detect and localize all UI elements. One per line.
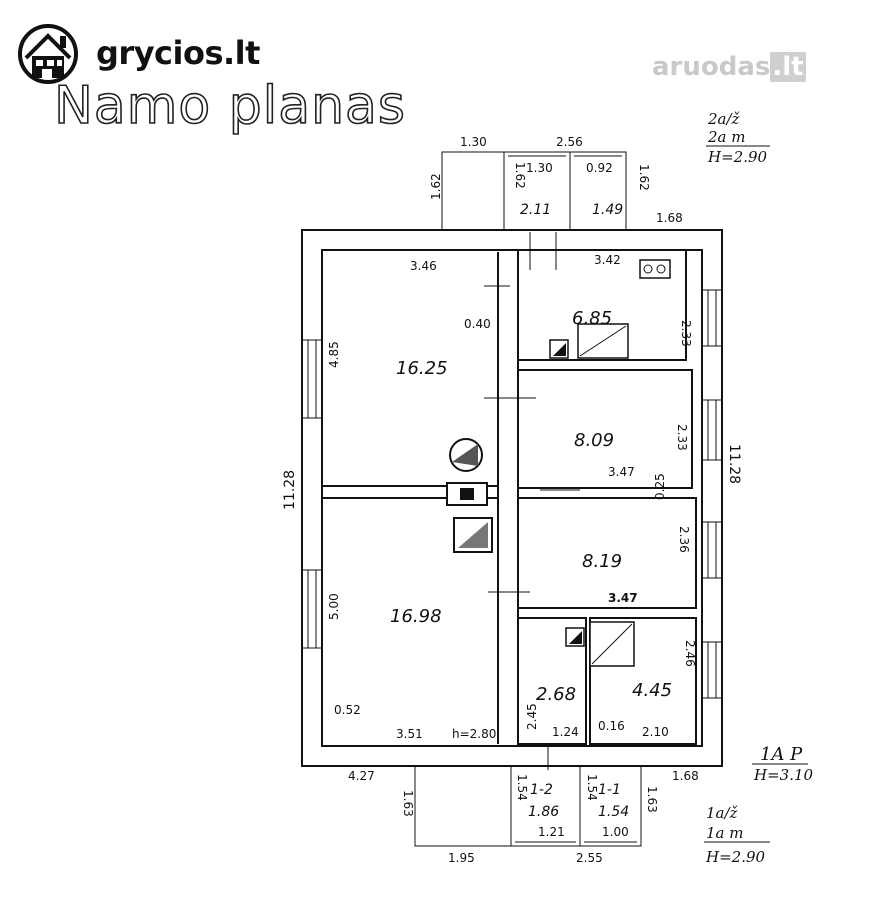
dimension-label: 1.30 xyxy=(460,135,487,149)
dimension-label: 11.28 xyxy=(726,444,742,484)
annotation-code: 1A P xyxy=(760,744,803,765)
room-height-label: 2.45 xyxy=(525,703,539,730)
room-height-label: 1.62 xyxy=(513,162,527,189)
room-area-label: 4.45 xyxy=(632,680,672,701)
dimension-label: 0.25 xyxy=(653,473,667,500)
dimension-label: 1.63 xyxy=(401,790,415,817)
brand-name[interactable]: grycios.lt xyxy=(96,34,260,72)
dimension-label: 11.28 xyxy=(282,470,298,510)
annotation-code: 1a/ž xyxy=(706,804,738,822)
room-width-label: 3.46 xyxy=(410,259,437,273)
annotation-type: 2a m xyxy=(707,128,745,146)
room-height-label: 2.33 xyxy=(679,320,693,347)
dimension-label: 1.68 xyxy=(672,769,699,783)
annotation-height: H=2.90 xyxy=(705,848,766,866)
dimension-label: 2.55 xyxy=(576,851,603,865)
porch-depth-label: 1.54 xyxy=(515,774,529,801)
watermark: aruodas.lt xyxy=(652,52,806,82)
annotations: 2a/ž 2a m H=2.90 1A P H=3.10 1a/ž 1a m H… xyxy=(704,110,814,866)
porch-depth-label: 1.54 xyxy=(585,774,599,801)
top-porch xyxy=(441,151,627,231)
room-width-label: 1.21 xyxy=(538,825,565,839)
bottom-porch xyxy=(414,765,642,847)
porch-code-label: 1-1 xyxy=(598,782,621,798)
room-height-label: 2.46 xyxy=(683,640,697,667)
room-labels: 16.25 16.98 6.85 8.09 8.19 2.68 4.45 2.1… xyxy=(390,202,672,820)
room-width-label: 3.47 xyxy=(608,591,638,605)
room-width-label: 3.42 xyxy=(594,253,621,267)
porch-code-label: 1-2 xyxy=(530,782,553,798)
room-area-label: 2.11 xyxy=(520,202,551,218)
room-area-label: 6.85 xyxy=(572,308,612,329)
house-logo-icon xyxy=(18,24,78,84)
room-area-label: 1.54 xyxy=(598,804,629,820)
room-area-label: 16.98 xyxy=(390,606,442,627)
annotation-height: H=3.10 xyxy=(753,766,814,784)
room-width-label: 2.10 xyxy=(642,725,669,739)
door-marks xyxy=(484,232,580,770)
windows xyxy=(301,289,723,699)
room-area-label: 2.68 xyxy=(536,684,576,705)
room-width-label: 1.00 xyxy=(602,825,629,839)
room-height-label: 5.00 xyxy=(327,593,341,620)
dimension-label: 0.52 xyxy=(334,703,361,717)
dimension-label: 0.40 xyxy=(464,317,491,331)
watermark-tld: .lt xyxy=(770,52,806,82)
overall-dimensions: 1.30 2.56 1.62 1.62 1.68 11.28 11.28 0.4… xyxy=(282,135,742,865)
annotation-type: 1a m xyxy=(706,824,743,842)
cooktop-icon xyxy=(639,259,671,279)
room-width-label: 3.51 xyxy=(396,727,423,741)
page-title: Namo planas xyxy=(53,75,406,137)
dimension-label: 4.27 xyxy=(348,769,375,783)
room-width-label: 1.24 xyxy=(552,725,579,739)
room-area-label: 1.86 xyxy=(528,804,559,820)
annotation-height: H=2.90 xyxy=(707,148,768,166)
stove-icons xyxy=(446,259,671,667)
room-height-label: 4.85 xyxy=(327,341,341,368)
room-area-label: 1.49 xyxy=(592,202,623,218)
dimension-label: 1.62 xyxy=(429,173,443,200)
dimension-label: 1.95 xyxy=(448,851,475,865)
dimension-label: 1.62 xyxy=(637,164,651,191)
dimension-label: 1.63 xyxy=(645,786,659,813)
room-area-label: 16.25 xyxy=(396,358,448,379)
annotation-code: 2a/ž xyxy=(707,110,740,128)
room-height-label: 2.33 xyxy=(675,424,689,451)
brand-block: grycios.lt xyxy=(16,22,260,84)
dimension-label: 2.56 xyxy=(556,135,583,149)
partitions xyxy=(322,249,697,745)
room-area-label: 8.19 xyxy=(582,551,622,572)
room-width-label: 1.30 xyxy=(526,161,553,175)
room-width-label: 0.92 xyxy=(586,161,613,175)
ceiling-height-label: h=2.80 xyxy=(452,727,496,741)
dimension-label: 0.16 xyxy=(598,719,625,733)
dimension-label: 1.68 xyxy=(656,211,683,225)
room-width-label: 3.47 xyxy=(608,465,635,479)
room-height-label: 2.36 xyxy=(677,526,691,553)
room-dimensions: 3.46 4.85 3.51 5.00 3.42 2.33 3.47 2.33 … xyxy=(327,161,697,839)
room-area-label: 8.09 xyxy=(574,430,614,451)
watermark-main: aruodas xyxy=(652,52,771,82)
